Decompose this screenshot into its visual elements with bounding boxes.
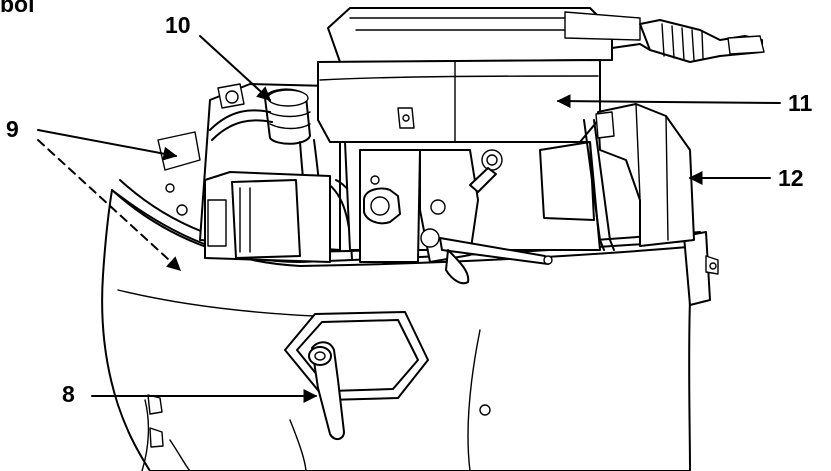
engine-block — [157, 7, 765, 285]
header-fragment: bol — [0, 0, 35, 17]
shift-lever-handle — [311, 341, 345, 440]
leader-9-dashed — [37, 139, 182, 271]
leader-lines — [37, 35, 781, 403]
callout-12: 12 — [778, 165, 804, 191]
callout-9: 9 — [6, 116, 19, 142]
callout-8: 8 — [62, 381, 75, 407]
leader-11 — [556, 94, 781, 109]
callout-11: 11 — [788, 90, 813, 116]
leader-10 — [199, 35, 272, 101]
rear-cowl-panel — [595, 103, 695, 247]
tiller-recess — [284, 311, 429, 440]
leader-9-solid — [37, 129, 178, 161]
callout-10: 10 — [165, 12, 191, 38]
